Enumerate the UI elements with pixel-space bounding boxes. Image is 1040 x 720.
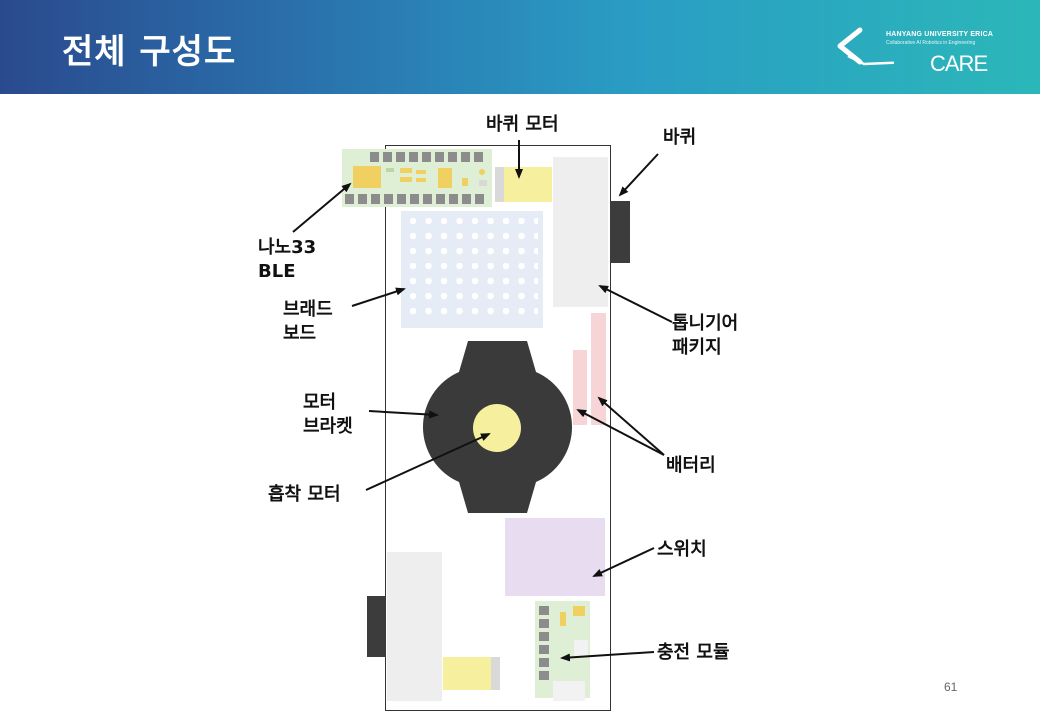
wheel-motor-top [495, 167, 505, 202]
label-switch: 스위치 [657, 539, 707, 560]
page-title: 전체 구성도 [62, 32, 237, 72]
label-gear-line1: 톱니기어 [672, 313, 739, 334]
label-wheel-motor: 바퀴 모터 [486, 114, 559, 135]
breadboard [401, 211, 543, 328]
label-bracket-line1: 모터 [303, 392, 337, 413]
label-suction-motor: 흡착 모터 [268, 484, 341, 505]
logo-university: HANYANG UNIVERSITY ERICA [886, 31, 994, 38]
logo-arrow-icon [837, 27, 894, 66]
label-breadboard-line1: 브래드 [283, 299, 333, 320]
wheel-right [610, 201, 630, 263]
label-gear-line2: 패키지 [672, 337, 722, 358]
charging-module [535, 601, 590, 698]
switch [505, 518, 605, 596]
wheel-motor-bottom-end [491, 657, 500, 690]
page-number: 61 [944, 680, 958, 694]
wheel-left [367, 596, 386, 657]
label-wheel: 바퀴 [663, 127, 697, 148]
label-battery: 배터리 [666, 455, 716, 476]
label-gear: 톱니기어 패키지 [672, 312, 738, 360]
arrow-wheel [618, 153, 659, 197]
label-bracket-line2: 브라켓 [303, 416, 353, 437]
battery-2 [591, 313, 606, 425]
wheel-motor-top-body [504, 167, 552, 202]
gearbox-top [553, 157, 608, 307]
wheel-motor-bottom [443, 657, 491, 690]
label-charging-module: 충전 모듈 [657, 642, 730, 663]
care-logo: HANYANG UNIVERSITY ERICA Collaborative A… [834, 26, 1004, 78]
battery-1 [573, 350, 587, 425]
logo-name: CARE [930, 51, 988, 76]
header-banner: 전체 구성도 HANYANG UNIVERSITY ERICA Collabor… [0, 0, 1040, 94]
label-breadboard: 브래드 보드 [283, 298, 333, 346]
logo-tagline: Collaborative AI Robotics in Engineering [886, 40, 976, 46]
label-nano-line1: 나노33 [258, 237, 317, 258]
label-nano-line2: BLE [258, 261, 296, 282]
label-nano: 나노33 BLE [258, 236, 316, 284]
label-bracket: 모터 브라켓 [303, 391, 353, 439]
nano-board [342, 149, 492, 207]
label-breadboard-line2: 보드 [283, 323, 317, 344]
gearbox-bottom [387, 552, 442, 701]
